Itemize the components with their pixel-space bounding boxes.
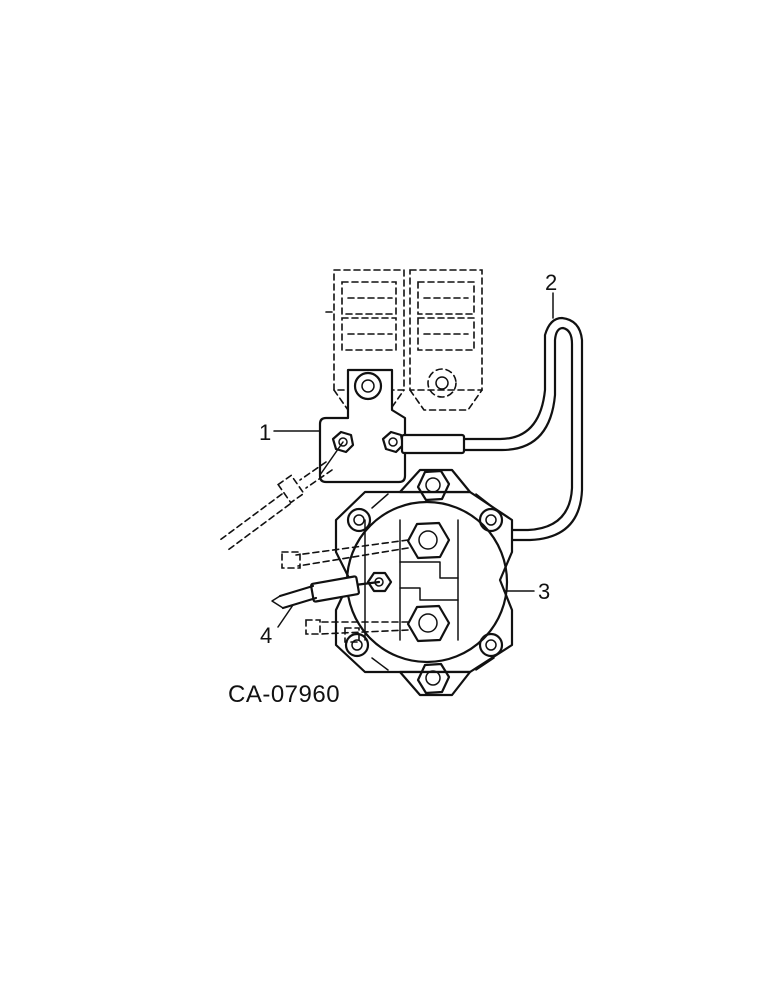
- terminal-bracket-icon: [318, 368, 407, 484]
- callout-1: 1: [259, 420, 271, 445]
- callout-3: 3: [538, 579, 550, 604]
- figure-code: CA-07960: [228, 681, 340, 708]
- relay-pair-icon: [325, 269, 483, 411]
- callout-2: 2: [545, 270, 557, 295]
- bracket-wire: [219, 441, 344, 551]
- starter-solenoid-icon: [334, 468, 514, 697]
- solenoid-dashed-wires: [281, 539, 409, 643]
- callout-4: 4: [260, 623, 272, 648]
- callout-leaders: [273, 292, 554, 628]
- cable-4: [271, 575, 381, 610]
